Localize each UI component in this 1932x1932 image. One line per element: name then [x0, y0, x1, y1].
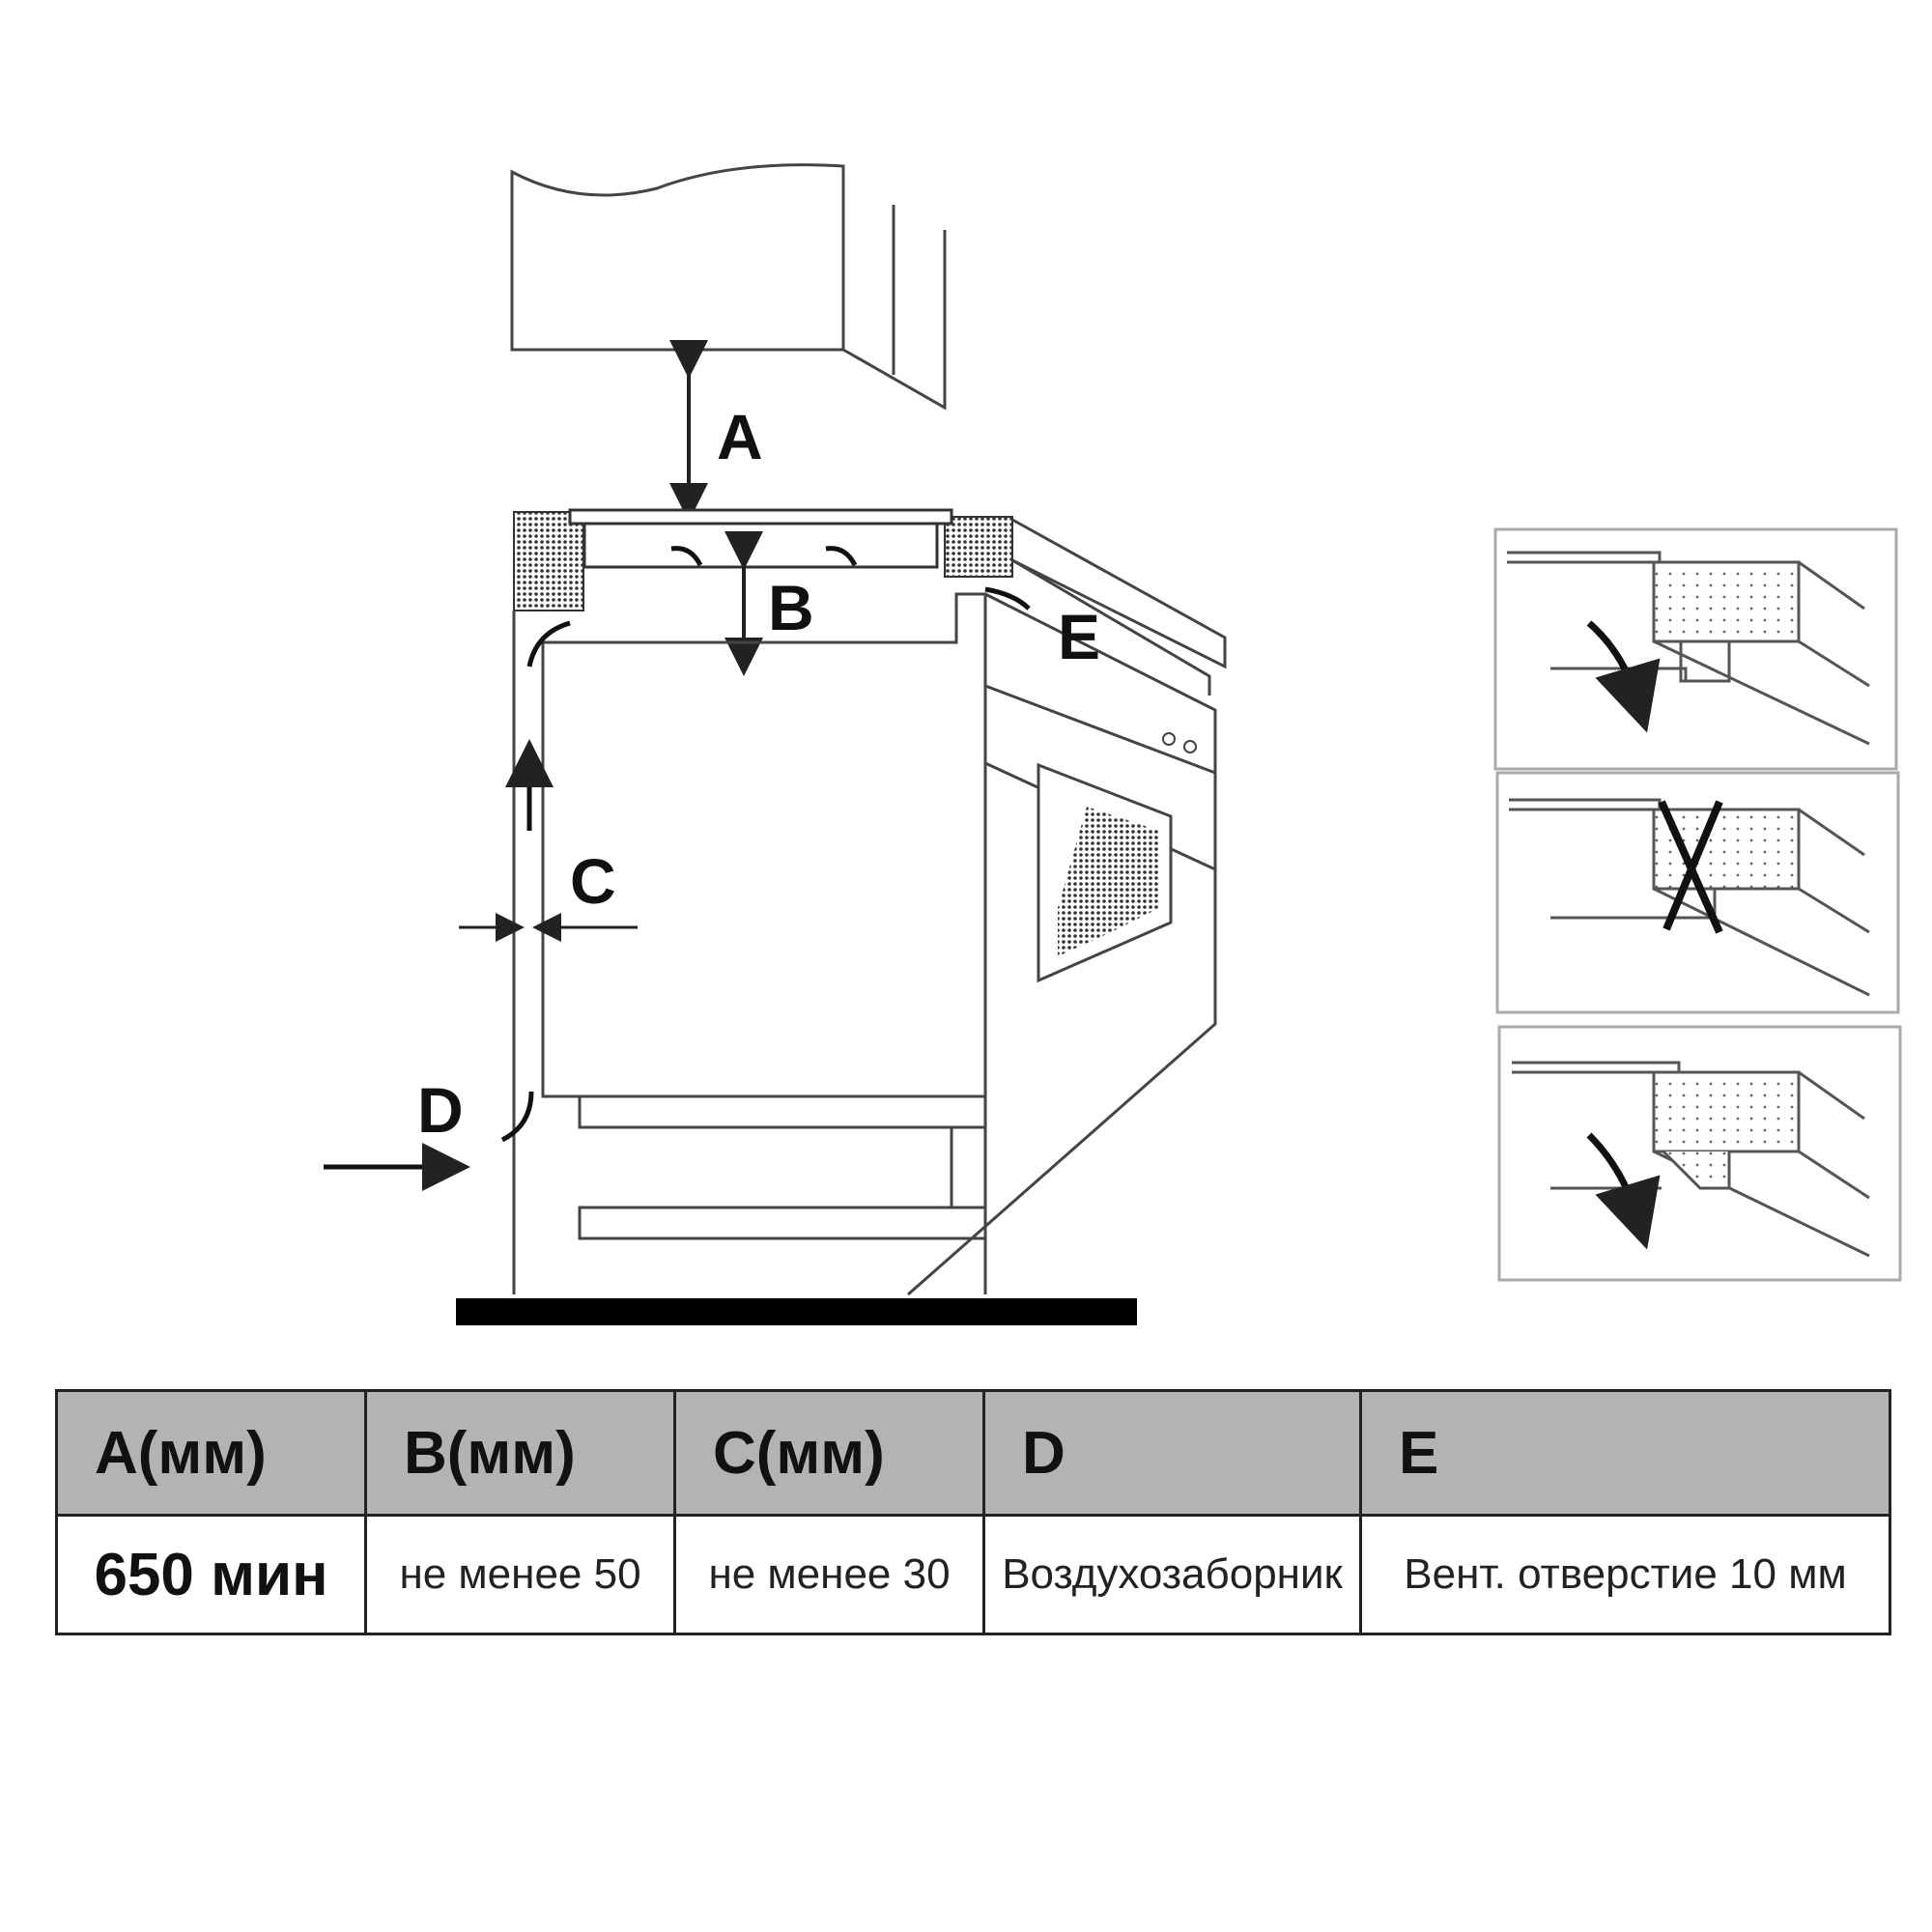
label-e: E — [1058, 601, 1100, 672]
detail-panel-correct-1 — [1493, 527, 1898, 771]
header-c: C(мм) — [673, 1389, 985, 1517]
countertop — [513, 511, 1227, 696]
label-b: B — [768, 572, 814, 643]
header-e: E — [1359, 1389, 1891, 1517]
airflow-arrows-side — [500, 586, 1031, 1143]
header-d: D — [982, 1389, 1362, 1517]
oven-window — [1037, 762, 1173, 983]
detail-panel-correct-2 — [1497, 1025, 1902, 1282]
value-b: не менее 50 — [364, 1514, 676, 1635]
table-row: 650 мин не менее 50 не менее 30 Воздухоз… — [55, 1514, 1891, 1635]
header-b: B(мм) — [364, 1389, 676, 1517]
table-header-row: A(мм) B(мм) C(мм) D E — [55, 1389, 1891, 1517]
value-d: Воздухозаборник — [982, 1514, 1362, 1635]
label-a: A — [717, 401, 763, 472]
wall-cabinet — [510, 163, 947, 411]
cooktop — [568, 508, 953, 569]
label-c: C — [570, 845, 616, 917]
detail-panel-incorrect — [1495, 771, 1900, 1014]
floor — [456, 1298, 1137, 1325]
base-cabinet — [512, 592, 1217, 1296]
specifications-table: A(мм) B(мм) C(мм) D E 650 мин не менее 5… — [55, 1389, 1891, 1635]
control-knobs-icon — [1162, 732, 1197, 753]
value-e: Вент. отверстие 10 мм — [1359, 1514, 1891, 1635]
installation-diagram: A B — [324, 163, 1902, 1325]
airflow-arrows-top — [670, 546, 858, 567]
value-c: не менее 30 — [673, 1514, 985, 1635]
label-d: D — [417, 1074, 464, 1146]
value-a: 650 мин — [55, 1514, 367, 1635]
header-a: A(мм) — [55, 1389, 367, 1517]
